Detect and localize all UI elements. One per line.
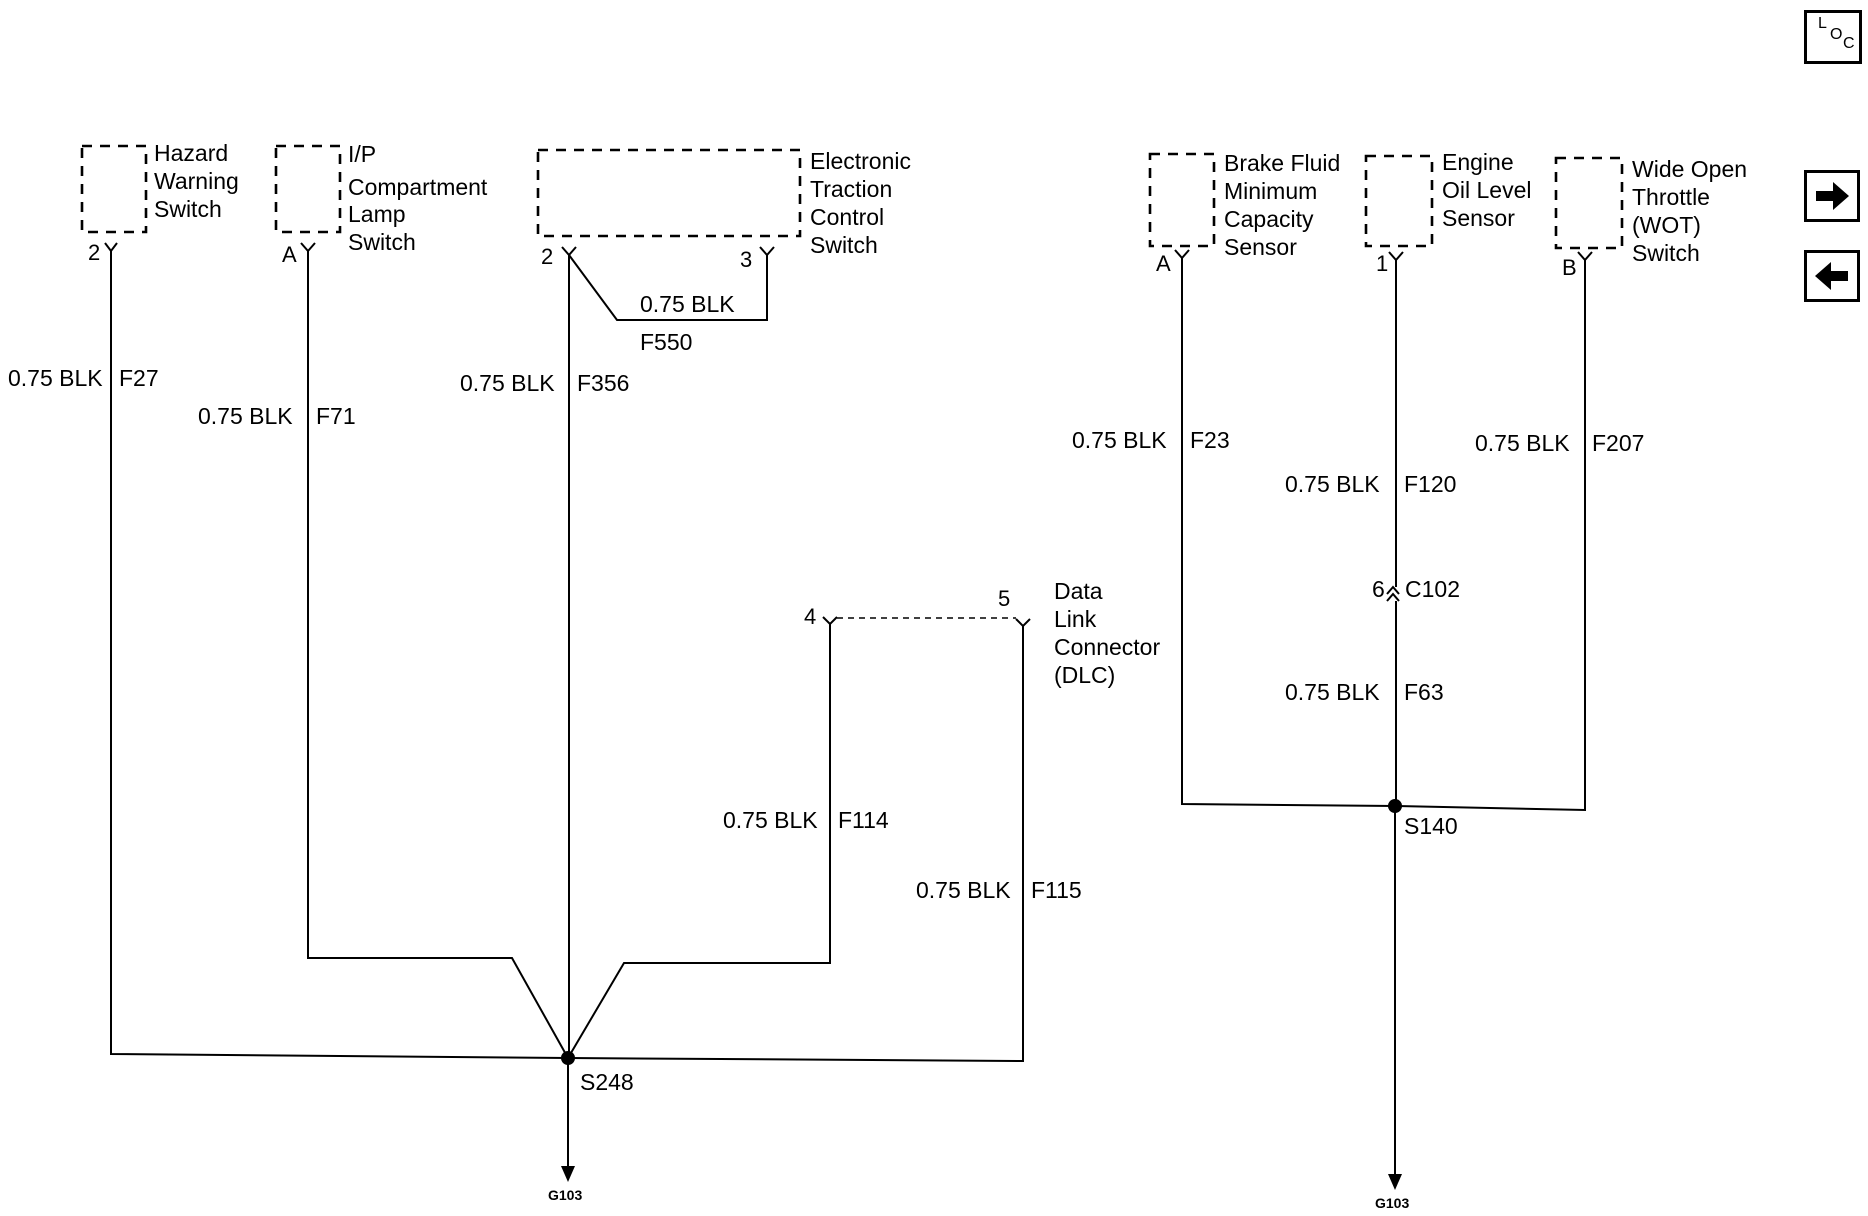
right-wires [1181,265,1586,1176]
oil-level-sensor-box [1364,154,1434,248]
wire-label-f550-circuit: F550 [640,329,692,355]
wire-label-f115-gauge: 0.75 BLK [916,877,1011,903]
arrow-left-icon [1815,262,1848,290]
location-button[interactable]: L O C [1804,10,1862,64]
wire-label-f115-circuit: F115 [1031,877,1082,903]
splice-s248-dot [561,1051,575,1065]
c102-pin-number: 6 [1372,576,1385,602]
pin-dlc-4: 4 [804,604,816,629]
pin-etc-right: 3 [740,247,752,272]
pin-dlc-5: 5 [998,586,1010,611]
splice-s248-label: S248 [580,1069,634,1095]
wire-label-f63-gauge: 0.75 BLK [1285,679,1380,705]
pin-brake-fluid: A [1156,251,1171,276]
pin-ip-lamp: A [282,242,297,267]
wire-label-f356-gauge: 0.75 BLK [460,370,555,396]
hazard-switch-label: Hazard Warning Switch [154,140,245,222]
left-wires [110,254,1024,1168]
splice-s140-dot [1388,799,1402,813]
ip-lamp-switch-label: I/P Compartment Lamp Switch [348,141,494,255]
c102-connector-symbol [1386,585,1400,602]
wire-label-f120-circuit: F120 [1404,471,1456,497]
pin-terminal [104,242,118,257]
loc-letter-l: L [1818,15,1827,32]
pin-terminal [822,616,838,630]
pin-terminal [1577,251,1593,267]
pin-terminal [1388,251,1404,267]
pin-terminal [759,246,775,262]
brake-fluid-sensor-label: Brake Fluid Minimum Capacity Sensor [1224,150,1347,260]
hazard-warning-switch-box [80,144,148,234]
wire-f550 [568,254,768,321]
etc-switch-box [536,148,802,238]
pin-terminal [1015,618,1031,632]
wire-f23 [1181,265,1396,807]
loc-letter-o: O [1830,26,1843,43]
wire-label-f71-gauge: 0.75 BLK [198,403,293,429]
wire-f207 [1394,267,1586,812]
wire-f114 [567,630,831,1059]
splice-s140-label: S140 [1404,813,1458,839]
wire-label-f550-gauge: 0.75 BLK [640,291,735,317]
wire-label-f23-circuit: F23 [1190,427,1230,453]
wire-label-f63-circuit: F63 [1404,679,1444,705]
wire-f71 [307,257,569,1059]
wire-label-f356-circuit: F356 [577,370,629,396]
wire-label-f23-gauge: 0.75 BLK [1072,427,1167,453]
wire-f27 [110,257,569,1059]
prev-page-button[interactable] [1804,250,1860,302]
pin-terminal [300,242,316,257]
pin-terminals [104,242,1593,632]
ground-g103-right: G103 [1375,1195,1409,1211]
loc-letter-c: C [1843,35,1855,52]
arrow-right-icon [1816,182,1849,210]
wire-label-f114-circuit: F114 [838,807,889,833]
pin-etc-left: 2 [541,244,553,269]
ground-arrow-left [561,1166,575,1182]
pin-wot: B [1562,255,1577,280]
etc-switch-label: Electronic Traction Control Switch [810,148,917,258]
pin-terminal [1174,249,1190,265]
wire-label-f27-circuit: F27 [119,365,159,391]
wire-label-f207-gauge: 0.75 BLK [1475,430,1570,456]
ip-lamp-switch-box [274,144,342,234]
dlc-label: Data Link Connector (DLC) [1054,578,1167,688]
c102-label: C102 [1405,576,1460,602]
next-page-button[interactable] [1804,170,1860,222]
wire-label-f27-gauge: 0.75 BLK [8,365,103,391]
ground-g103-left: G103 [548,1187,582,1203]
pin-terminal [561,246,577,257]
pin-oil-level: 1 [1376,251,1388,276]
wot-switch-label: Wide Open Throttle (WOT) Switch [1632,156,1753,266]
pin-hazard: 2 [88,240,100,265]
ground-arrow-right [1388,1174,1402,1190]
wire-label-f114-gauge: 0.75 BLK [723,807,818,833]
wire-label-f71-circuit: F71 [316,403,356,429]
wot-switch-box [1554,156,1624,250]
wire-label-f120-gauge: 0.75 BLK [1285,471,1380,497]
brake-fluid-sensor-box [1148,152,1216,248]
wire-f115 [567,632,1024,1063]
oil-level-sensor-label: Engine Oil Level Sensor [1442,149,1538,231]
wire-label-f207-circuit: F207 [1592,430,1644,456]
